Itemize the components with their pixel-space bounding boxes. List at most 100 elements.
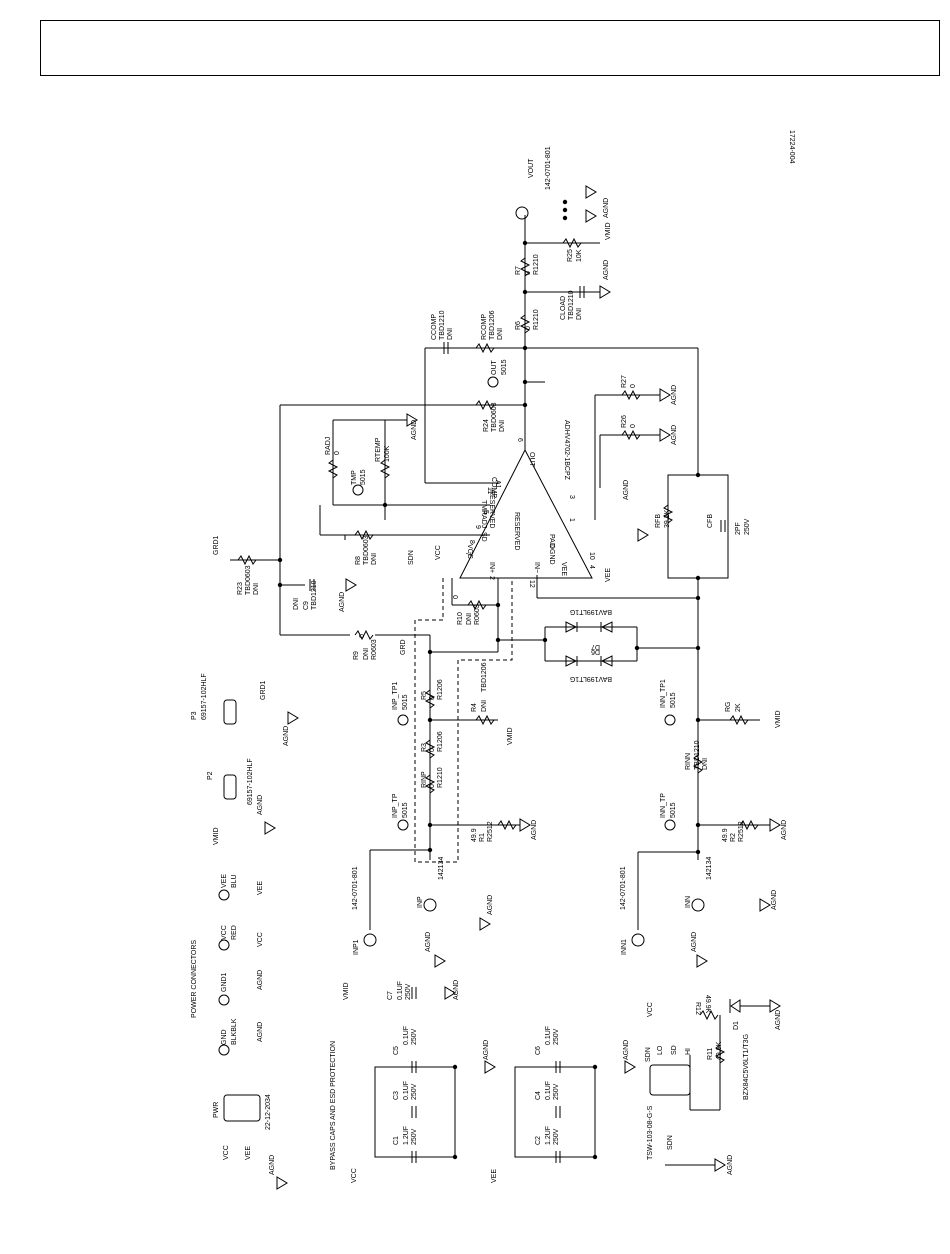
r4-ref: R4 [471, 703, 478, 712]
r8-dni: DNI [371, 553, 378, 565]
r27-value: 0 [630, 384, 637, 388]
vcc-sdn-label: VCC [647, 1002, 654, 1017]
pin-num-11: 11 [486, 487, 493, 494]
agnd-p3-label: AGND [283, 726, 290, 746]
rinn-value: TBD1210 [694, 740, 701, 770]
rfb-ref: RFB [655, 514, 662, 528]
power-connectors-title: POWER CONNECTORS [191, 940, 198, 1018]
r6-value: 0 [525, 326, 532, 330]
pin-dgnd: DGND [548, 544, 555, 565]
diode-symbols [545, 621, 770, 1013]
r23-value: TBD0603 [245, 565, 252, 595]
vee-bypass-label: VEE [491, 1169, 498, 1183]
r9-dni: DNI [363, 648, 370, 660]
r23-ref: R23 [237, 582, 244, 595]
agnd-sdn-label: AGND [727, 1155, 734, 1175]
wiring [230, 215, 770, 1166]
inp-part: 142134 [438, 857, 445, 880]
pin-reserved-b: RESERVED [513, 512, 520, 550]
d1-ref: D1 [733, 1021, 740, 1030]
cload-dni: DNI [576, 308, 583, 320]
inp-tp1-label: INP_TP1 [392, 681, 399, 710]
cfb-value: 2PF [735, 522, 742, 535]
agnd-bypass2-label: AGND [623, 1040, 630, 1060]
inn1-part: 142-0701-801 [620, 866, 627, 910]
agnd-vout-label: AGND [603, 198, 610, 218]
pin-sd: SD [480, 532, 487, 542]
vout-connector: 142-0701-801 [545, 146, 552, 190]
r5-ref: R5 [421, 691, 428, 700]
r10-value: 0 [453, 595, 460, 599]
c3-voltage: 250V [411, 1083, 418, 1100]
inn-tp1-label: INN_TP1 [660, 679, 667, 708]
vcc-amp-label: VCC [435, 545, 442, 560]
agnd-pad-label: AGND [623, 480, 630, 500]
d7-part: BAV199LT1G [570, 608, 612, 615]
agnd-inp1-label: AGND [425, 932, 432, 952]
r27-ref: R27 [621, 375, 628, 388]
r2-ref: R2 [730, 833, 737, 842]
p2-part: 69157-102HLF [247, 758, 254, 805]
cload-value: TBD1210 [568, 290, 575, 320]
pin-tmp: TMP [480, 500, 487, 515]
r2-value: 49.9 [722, 828, 729, 842]
rinp-package: R1210 [437, 767, 444, 788]
grd1-p3-label: GRD1 [260, 680, 267, 700]
d6-part: BAV199LT1G [570, 675, 612, 682]
vee-pwr-label: VEE [245, 1146, 252, 1160]
pwr-part: 22-12-2034 [265, 1094, 272, 1130]
d7-ref: D7 [591, 643, 600, 650]
c2-value: 1.2UF [545, 1126, 552, 1145]
p3-part: 69157-102HLF [201, 673, 208, 720]
r10-ref: R10 [457, 612, 464, 625]
r10-dni: DNI [466, 613, 473, 625]
sdn-header-label-sdn: SDN [645, 1047, 652, 1062]
r6-ref: R6 [515, 321, 522, 330]
r26-ref: R26 [621, 415, 628, 428]
conn-vee-net: VEE [257, 881, 264, 895]
rinp-value: 0 [429, 784, 436, 788]
pin-pad-a: PAD [548, 534, 555, 548]
agnd-cload-label: AGND [603, 260, 610, 280]
radj-value: 0 [334, 451, 341, 455]
pin-in-minus: IN− [533, 562, 540, 573]
test-points [218, 206, 705, 1122]
r9-value: 0 [359, 634, 366, 638]
c4-ref: C4 [535, 1091, 542, 1100]
rcomp-value: TBD1206 [489, 310, 496, 340]
pin-num-9: 9 [474, 525, 481, 529]
c1-voltage: 250V [411, 1128, 418, 1145]
conn-gnd-name: GND [221, 1029, 228, 1045]
c4-value: 0.1UF [545, 1081, 552, 1100]
junction-dots [277, 199, 701, 1160]
bypass-title: BYPASS CAPS AND ESD PROTECTION [330, 1041, 337, 1170]
r12-ref: R12 [694, 1002, 701, 1015]
cfb-voltage: 250V [744, 518, 751, 535]
r10-package: R0603 [474, 604, 481, 625]
rg-ref: RG [725, 702, 732, 713]
agnd-c7-label: AGND [453, 980, 460, 1000]
ccomp-dni: DNI [447, 328, 454, 340]
r23-dni: DNI [253, 583, 260, 595]
r1-ref: R1 [479, 833, 486, 842]
pin-num-1: 1 [568, 518, 575, 522]
inp1-part: 142-0701-801 [352, 866, 359, 910]
r7-value: 0 [525, 271, 532, 275]
vout-label: VOUT [528, 158, 535, 178]
c2-ref: C2 [535, 1136, 542, 1145]
inn-tp-part: 5015 [670, 802, 677, 818]
c7-voltage: 250V [405, 983, 412, 1000]
inn-part: 142134 [706, 857, 713, 880]
r7-ref: R7 [515, 266, 522, 275]
c5-ref: C5 [393, 1046, 400, 1055]
pin-vee: VEE [560, 562, 567, 576]
rinn-dni: DNI [702, 758, 709, 770]
agnd-pwr-label: AGND [269, 1155, 276, 1175]
cload-ref: CLOAD [560, 296, 567, 320]
r9-ref: R9 [353, 651, 360, 660]
pin-out: OUT [528, 452, 535, 468]
pwr-ref: PWR [213, 1102, 220, 1118]
grd1-net-label: GRD1 [213, 535, 220, 555]
agnd-inn-label: AGND [771, 890, 778, 910]
c9-ref: C9 [303, 601, 310, 610]
